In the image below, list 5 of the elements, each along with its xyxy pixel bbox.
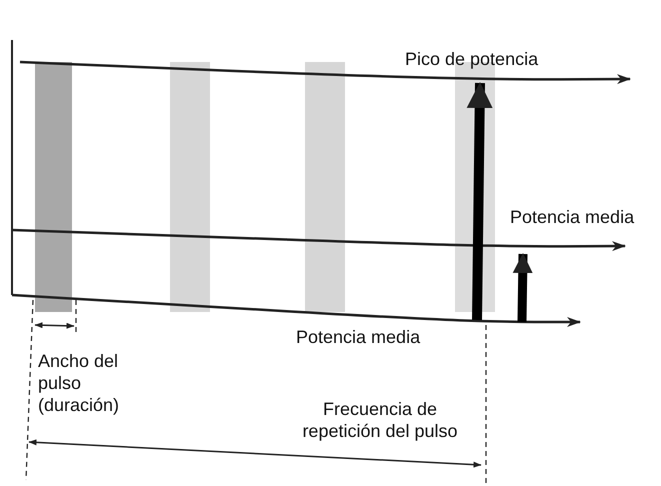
level-label: Potencia media <box>510 206 636 228</box>
axis-label: Potencia media <box>296 326 422 348</box>
dimension-label: Ancho del pulso (duración) <box>38 350 120 416</box>
level-label: Pico de potencia <box>405 48 540 70</box>
dimension-label: Frecuencia de repetición del pulso <box>301 398 459 442</box>
